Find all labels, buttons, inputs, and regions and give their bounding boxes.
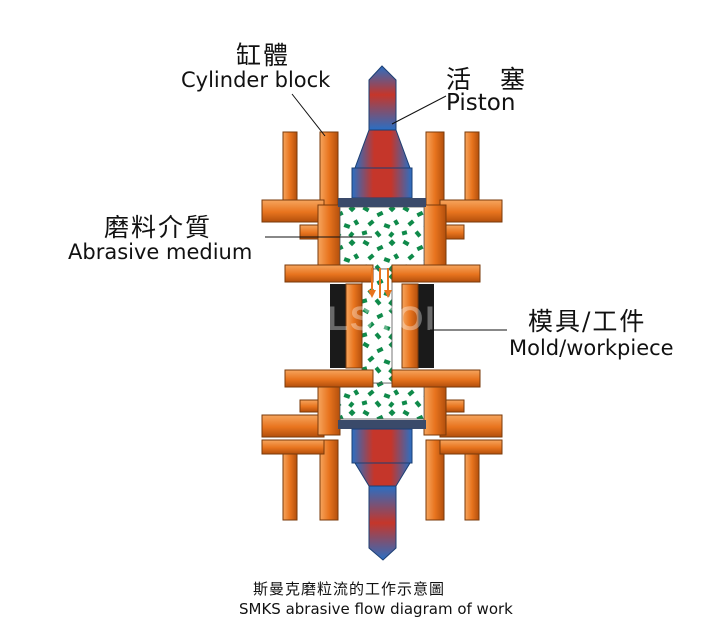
caption-zh: 斯曼克磨粒流的工作示意圖 xyxy=(253,580,446,598)
cylinder-block-leader xyxy=(291,93,326,137)
piston-leader xyxy=(391,95,447,125)
piston-label-zh: 活 塞 xyxy=(446,65,528,94)
caption-en: SMKS abrasive flow diagram of work xyxy=(239,600,513,618)
mold-workpiece-label-en: Mold/workpiece xyxy=(509,336,674,360)
mold-workpiece-label-zh: 模具/工件 xyxy=(528,307,647,336)
abrasive-medium-label-en: Abrasive medium xyxy=(68,240,253,264)
cylinder-block xyxy=(261,131,503,521)
abrasive-medium-label-zh: 磨料介質 xyxy=(104,213,213,242)
cylinder-block-label-zh: 缸體 xyxy=(236,41,291,70)
piston-bottom xyxy=(338,420,426,561)
watermark: ALSTOIN xyxy=(301,300,464,338)
mold-workpiece xyxy=(284,264,481,388)
leader-lines xyxy=(265,93,507,331)
cylinder-block-label-en: Cylinder block xyxy=(181,68,331,92)
piston-label-en: Piston xyxy=(446,90,516,116)
piston-top xyxy=(338,65,426,207)
